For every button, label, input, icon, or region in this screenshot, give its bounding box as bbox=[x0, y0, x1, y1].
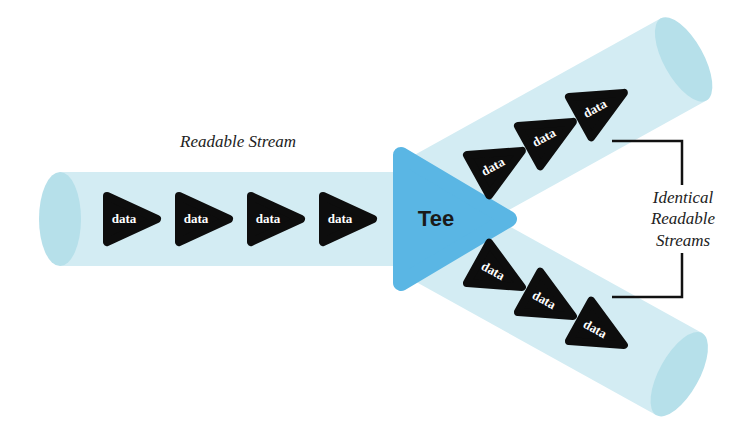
tee-label: Tee bbox=[418, 206, 492, 232]
chunk-label: data bbox=[184, 211, 225, 227]
chunk-label: data bbox=[328, 211, 369, 227]
data-chunk: data bbox=[247, 192, 305, 246]
chunk-label: data bbox=[112, 211, 153, 227]
chunk-label: data bbox=[256, 211, 297, 227]
main-pipe bbox=[39, 172, 440, 266]
data-chunk: data bbox=[175, 192, 233, 246]
bracket-label: Identical Readable Streams bbox=[640, 185, 726, 253]
stream-label: Readable Stream bbox=[150, 131, 326, 152]
data-chunk: data bbox=[103, 192, 161, 246]
data-chunk: data bbox=[319, 192, 377, 246]
